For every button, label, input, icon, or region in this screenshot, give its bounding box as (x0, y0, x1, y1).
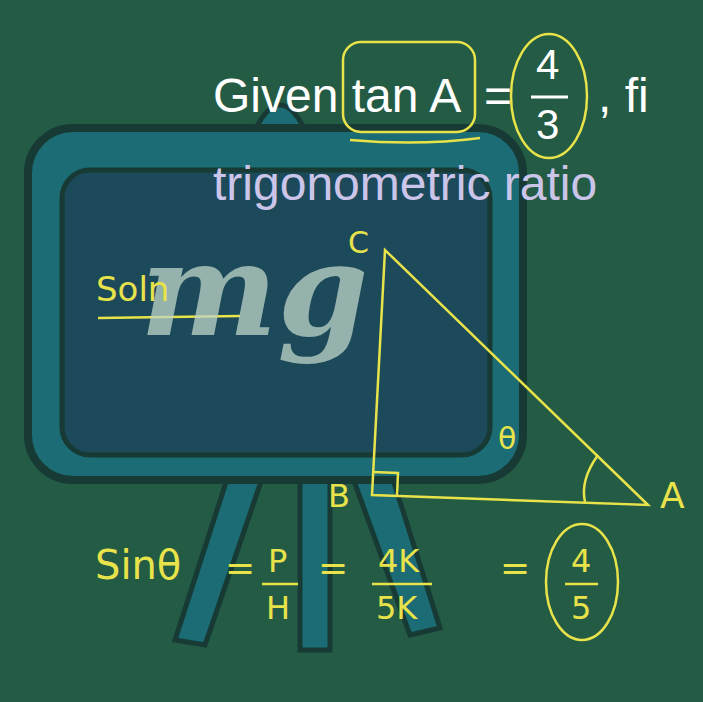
text-line: , fi (598, 72, 649, 120)
answer-circle (546, 524, 618, 640)
denominator: H (266, 592, 290, 624)
numerator: 4 (536, 44, 559, 86)
vertex-label: B (328, 480, 350, 512)
denominator: 5 (571, 592, 591, 624)
equals-sign: = (318, 550, 348, 586)
fraction-bar (565, 583, 598, 586)
highlight-circle (511, 34, 587, 158)
fraction-bar (262, 583, 298, 586)
fraction-bar (531, 96, 568, 99)
angle-arc (584, 455, 598, 502)
fraction-bar (372, 583, 432, 586)
numerator: 4K (378, 545, 419, 577)
vertex-label: C (348, 228, 369, 258)
equals-sign: = (484, 72, 512, 120)
angle-label: θ (498, 424, 516, 454)
equals-sign: = (500, 550, 530, 586)
underline (350, 138, 480, 143)
right-triangle (372, 250, 648, 505)
text-line: Given tan A (213, 72, 461, 120)
formula-text: Sinθ (95, 545, 181, 585)
text-line: trigonometric ratio (213, 160, 597, 208)
board-surface (62, 170, 490, 455)
numerator: 4 (571, 545, 591, 577)
equals-sign: = (225, 550, 255, 586)
denominator: 3 (536, 104, 559, 146)
right-angle-mark (373, 472, 398, 496)
denominator: 5K (376, 592, 417, 624)
vertex-label: A (660, 478, 685, 514)
easel-leg (175, 470, 265, 645)
heading-label: Soln (96, 272, 169, 306)
watermark: mg (140, 225, 368, 355)
numerator: P (268, 545, 287, 577)
